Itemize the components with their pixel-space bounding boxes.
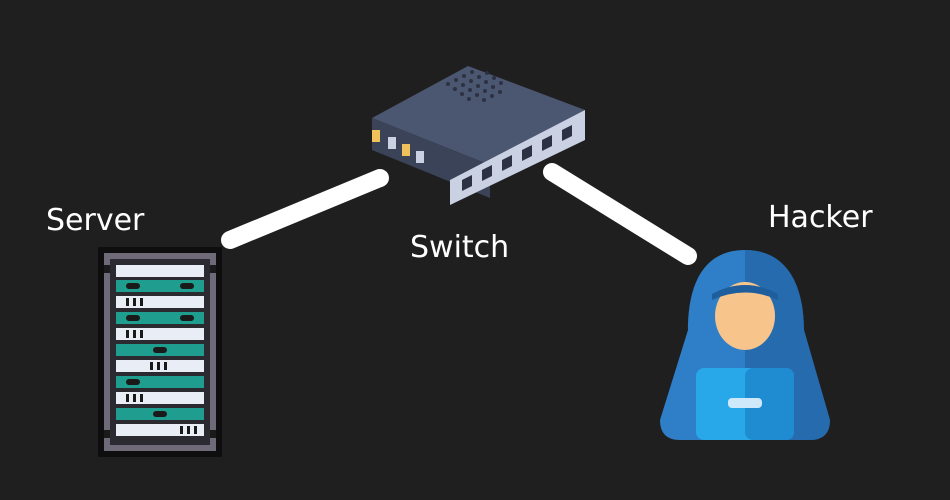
switch-label: Switch: [410, 230, 510, 265]
server-rack-icon: [98, 247, 222, 457]
link-switch-hacker: [543, 163, 697, 265]
server-label: Server: [46, 203, 145, 238]
network-switch-icon: [372, 66, 585, 205]
hacker-label: Hacker: [768, 200, 873, 235]
hooded-hacker-icon: [660, 250, 830, 440]
link-server-switch: [221, 169, 389, 249]
